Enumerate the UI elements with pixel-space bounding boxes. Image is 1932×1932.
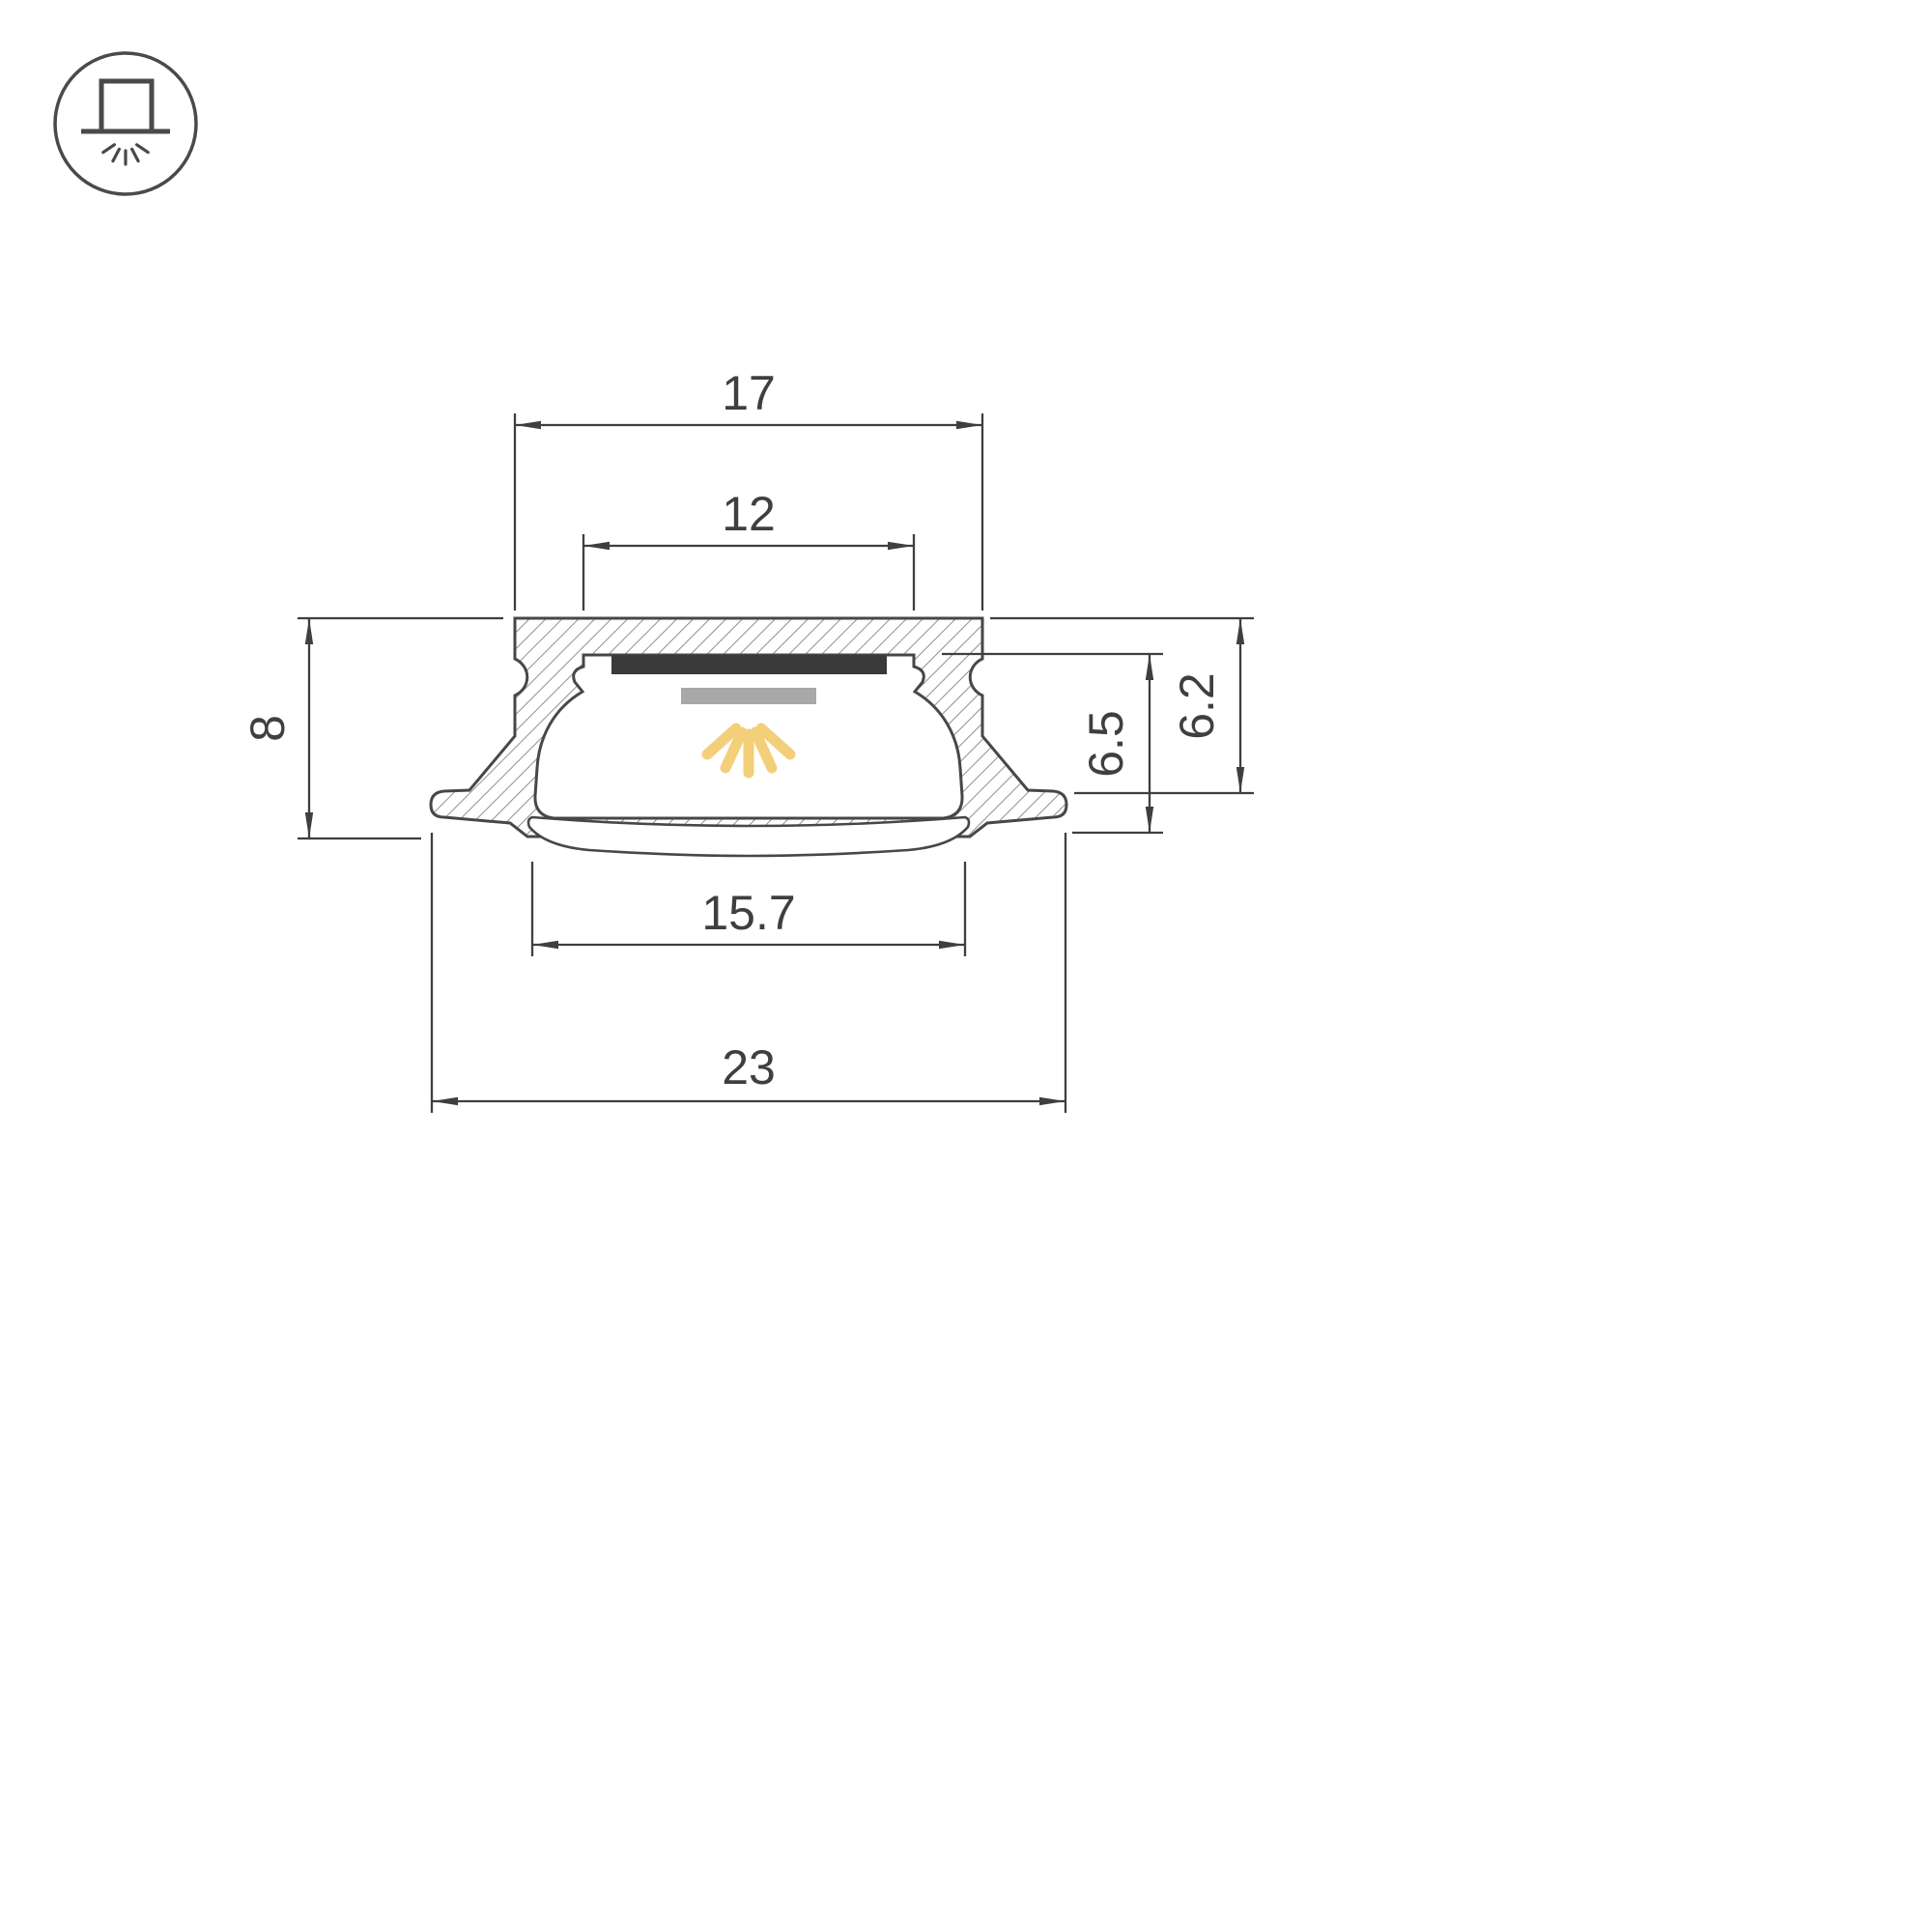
dim-label-12: 12	[722, 487, 776, 541]
profile-cross-section	[429, 616, 1068, 858]
dim-label-17: 17	[722, 366, 776, 420]
dimension-height: 8	[241, 616, 503, 840]
dim-label-15-7: 15.7	[701, 886, 795, 940]
dimension-overall-width: 23	[430, 833, 1067, 1113]
dimension-top-width: 17	[513, 366, 984, 611]
profile-diffuser-lens	[526, 815, 971, 858]
recessed-mount-icon	[53, 51, 198, 196]
dimension-recess-depth: 6.2	[990, 616, 1254, 795]
light-rays	[701, 723, 796, 779]
led-emitter-bar	[681, 688, 816, 704]
icon-circle	[53, 51, 198, 196]
dimension-inner-height: 6.5	[942, 652, 1163, 835]
icon-fixture-box	[99, 78, 155, 134]
dimension-lens-width: 15.7	[530, 862, 967, 956]
dimension-opening-width: 12	[582, 487, 916, 611]
profile-aluminum-body	[429, 616, 1068, 838]
dim-label-8: 8	[241, 715, 295, 742]
led-pcb-bar	[611, 655, 887, 674]
dim-label-6-5: 6.5	[1079, 710, 1133, 778]
icon-light-rays	[101, 143, 150, 166]
dim-label-6-2: 6.2	[1170, 672, 1224, 740]
dim-label-23: 23	[722, 1040, 776, 1094]
